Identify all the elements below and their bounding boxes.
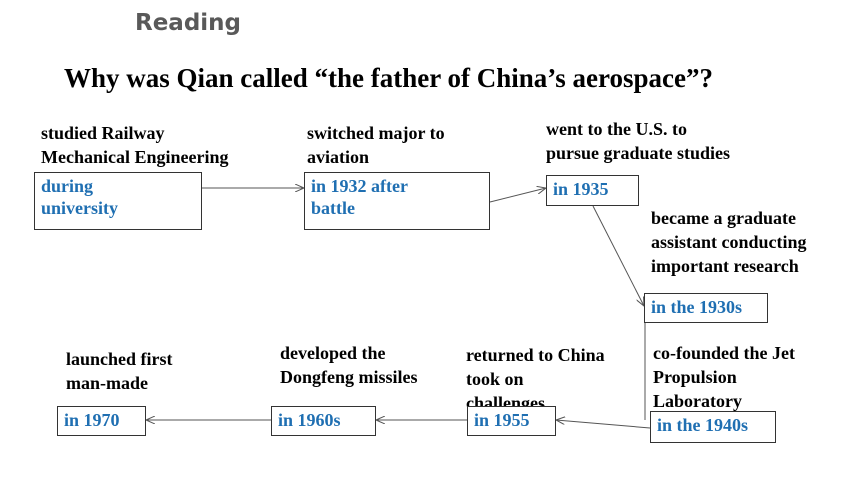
time-box-1932: in 1932 after battle [304, 172, 490, 230]
event-label-graduate-assistant: became a graduate assistant conducting i… [651, 208, 807, 276]
event-label-returned-china: returned to China took on challenges [466, 345, 605, 407]
time-box-1970: in 1970 [57, 406, 146, 436]
diagram-question: Why was Qian called “the father of China… [64, 63, 713, 93]
event-label-dongfeng: developed the Dongfeng missiles [280, 343, 418, 387]
arrow-2-to-3 [489, 188, 546, 203]
event-label-aviation: switched major to aviation [307, 123, 445, 167]
arrow-5-to-6 [556, 420, 651, 429]
time-box-1955: in 1955 [467, 406, 556, 436]
event-label-us-studies: went to the U.S. to pursue graduate stud… [546, 119, 731, 163]
time-box-university: during university [34, 172, 202, 230]
time-box-1930s: in the 1930s [644, 293, 768, 323]
time-box-1940s: in the 1940s [650, 411, 776, 443]
arrow-3-to-4 [592, 205, 644, 306]
section-heading: Reading [135, 10, 242, 36]
event-label-jpl: co-founded the Jet Propulsion Laboratory [653, 343, 795, 411]
event-label-launched: launched first man-made [66, 349, 173, 393]
event-label-university: studied Railway Mechanical Engineering [41, 123, 229, 167]
time-box-1935: in 1935 [546, 175, 639, 206]
time-box-1960s: in 1960s [271, 406, 376, 436]
